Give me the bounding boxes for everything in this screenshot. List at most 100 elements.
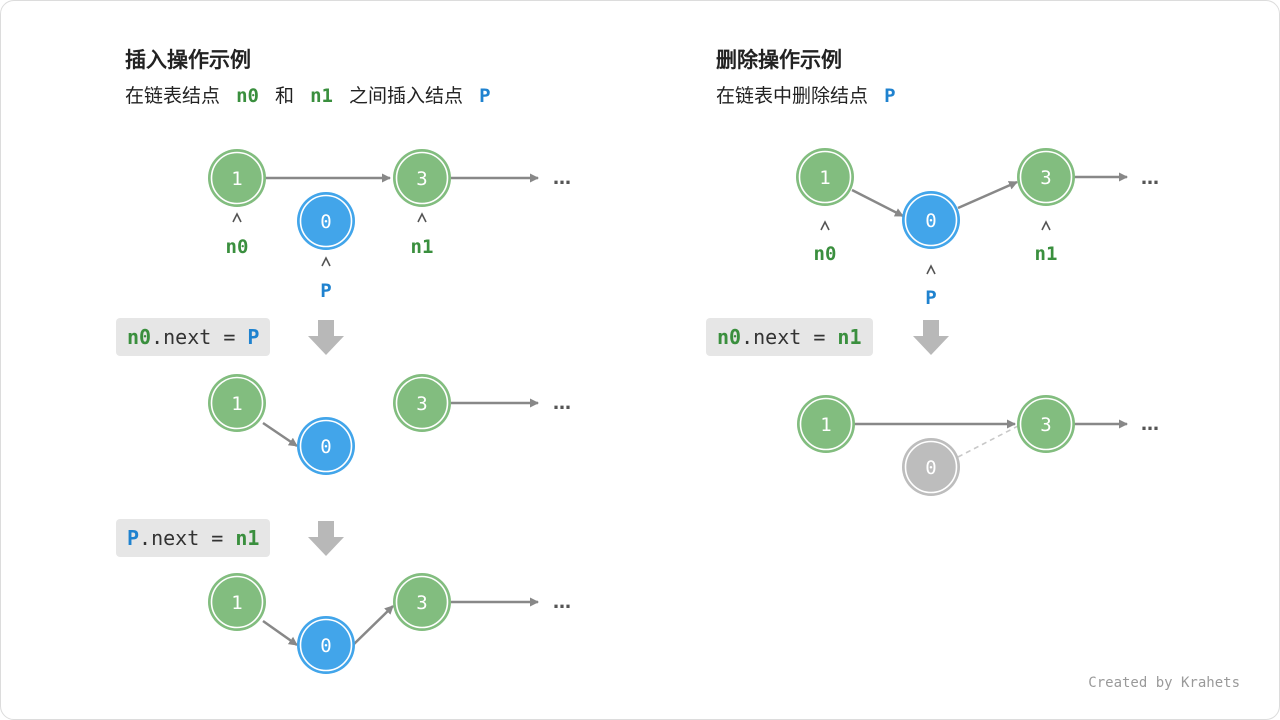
- edge-1-to-0: [262, 619, 298, 647]
- node-ring: [395, 575, 449, 629]
- node-n1: 3: [393, 374, 451, 432]
- node-n0: 1: [208, 149, 266, 207]
- pointer-caret-icon: [232, 212, 242, 223]
- delete-subtitle: 在链表中删除结点 P: [716, 81, 896, 108]
- edge-1-to-0: [262, 421, 298, 448]
- node-n0: 1: [208, 374, 266, 432]
- delete-step1-right: n1: [837, 325, 862, 349]
- ellipsis: …: [553, 168, 571, 189]
- delete-subtitle-text: 在链表中删除结点: [716, 85, 869, 107]
- pointer-caret-icon: [417, 212, 427, 223]
- node-value: 1: [231, 592, 242, 614]
- node-n0: 1: [796, 148, 854, 206]
- delete-initial-state: … 1 0 3 n0 n1 P: [796, 148, 1159, 309]
- node-p: 0: [297, 417, 355, 475]
- node-n1: 3: [1017, 395, 1075, 453]
- delete-step1-op: .next =: [741, 325, 838, 349]
- label-n1: n1: [1035, 243, 1058, 265]
- insert-subtitle-text-3: 之间插入结点: [349, 85, 464, 107]
- label-p: P: [320, 280, 331, 302]
- node-ring: [210, 376, 264, 430]
- node-p: 0: [297, 616, 355, 674]
- node-n1: 3: [1017, 148, 1075, 206]
- node-value: 1: [820, 414, 831, 436]
- node-ring: [799, 397, 853, 451]
- label-n1: n1: [411, 236, 434, 258]
- edge-0-to-3-dashed: [957, 425, 1019, 458]
- ellipsis: …: [1141, 414, 1159, 435]
- node-n0: 1: [208, 573, 266, 631]
- step-down-arrow-icon: [913, 320, 949, 355]
- node-value: 0: [320, 436, 331, 458]
- node-circle: [208, 149, 266, 207]
- node-circle: [208, 374, 266, 432]
- node-circle: [297, 616, 355, 674]
- insert-step1-left: n0: [127, 325, 152, 349]
- insert-subtitle-text-2: 和: [275, 85, 295, 107]
- node-ring: [210, 575, 264, 629]
- node-ring: [395, 151, 449, 205]
- node-circle: [797, 395, 855, 453]
- insert-step1-op: .next =: [151, 325, 248, 349]
- credit-text: Created by Krahets: [1088, 675, 1240, 691]
- node-circle: [902, 438, 960, 496]
- node-value: 3: [416, 393, 427, 415]
- node-value: 1: [231, 393, 242, 415]
- insert-subtitle-n0: n0: [236, 85, 259, 107]
- ellipsis: …: [553, 393, 571, 414]
- delete-step1-state: … 1 0 3: [797, 395, 1159, 496]
- insert-step2-op: .next =: [139, 526, 236, 550]
- insert-step2-code: P.next = n1: [116, 519, 271, 557]
- node-circle: [393, 149, 451, 207]
- pointer-caret-icon: [321, 256, 331, 267]
- delete-step1-left: n0: [717, 325, 742, 349]
- node-circle: [1017, 148, 1075, 206]
- step-down-arrow-icon: [308, 521, 344, 556]
- node-n1: 3: [393, 149, 451, 207]
- insert-step2-left: P: [127, 526, 140, 550]
- node-p-removed: 0: [902, 438, 960, 496]
- node-value: 3: [1040, 414, 1051, 436]
- insert-subtitle-p: P: [479, 85, 491, 107]
- node-p: 0: [297, 192, 355, 250]
- insert-subtitle-text-1: 在链表结点: [125, 85, 221, 107]
- insert-subtitle-n1: n1: [310, 85, 333, 107]
- node-ring: [904, 440, 958, 494]
- pointer-caret-icon: [926, 264, 936, 275]
- node-value: 3: [416, 168, 427, 190]
- pointer-caret-icon: [820, 220, 830, 231]
- node-circle: [393, 573, 451, 631]
- node-value: 0: [320, 635, 331, 657]
- insert-subtitle: 在链表结点 n0 和 n1 之间插入结点 P: [125, 81, 491, 108]
- node-circle: [796, 148, 854, 206]
- ellipsis: …: [1141, 168, 1159, 189]
- node-n1: 3: [393, 573, 451, 631]
- delete-subtitle-p: P: [884, 85, 896, 107]
- node-ring: [395, 376, 449, 430]
- insert-title: 插入操作示例: [125, 48, 251, 72]
- node-ring: [1019, 397, 1073, 451]
- node-ring: [904, 193, 958, 247]
- node-ring: [299, 194, 353, 248]
- node-p: 0: [902, 191, 960, 249]
- ellipsis: …: [553, 592, 571, 613]
- insert-step1-code: n0.next = P: [116, 318, 271, 356]
- delete-title: 删除操作示例: [716, 48, 842, 72]
- insert-step1-right: P: [247, 325, 260, 349]
- insert-step2-right: n1: [235, 526, 260, 550]
- node-circle: [1017, 395, 1075, 453]
- insert-initial-state: … 1 3 0 n0 n1 P: [208, 149, 571, 302]
- node-ring: [210, 151, 264, 205]
- node-n0: 1: [797, 395, 855, 453]
- node-value: 3: [416, 592, 427, 614]
- insert-step1-state: … 1 3 0: [208, 374, 571, 475]
- node-value: 1: [819, 167, 830, 189]
- pointer-caret-icon: [1041, 220, 1051, 231]
- label-n0: n0: [814, 243, 837, 265]
- node-value: 3: [1040, 167, 1051, 189]
- node-value: 0: [320, 211, 331, 233]
- insert-step2-state: … 1 3 0: [208, 573, 571, 674]
- node-value: 1: [231, 168, 242, 190]
- edge-1-to-0: [851, 188, 904, 218]
